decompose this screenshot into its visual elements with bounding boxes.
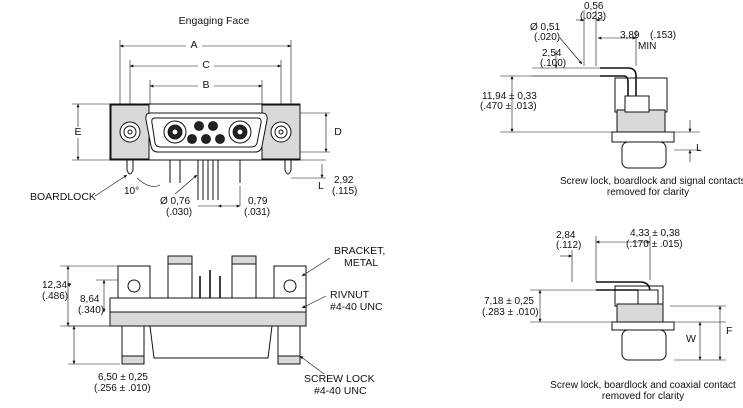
side-bottom-dim3-in: (.283 ± .010) bbox=[482, 307, 539, 318]
side-bottom-caption-1: Screw lock, boardlock and coaxial contac… bbox=[550, 380, 736, 391]
dim-d-label: D bbox=[334, 126, 342, 138]
bottom-dim1-mm-value: 12,34 bbox=[42, 280, 68, 291]
hole-dia-in-label: (.030) bbox=[166, 207, 193, 218]
side-view-bottom-drawing bbox=[530, 236, 726, 361]
side-top-dim1-in: (.023) bbox=[580, 11, 607, 22]
side-top-dim3-mm: 3,89 bbox=[620, 30, 640, 41]
side-top-dim3-note: MIN bbox=[638, 41, 657, 52]
angle-label: 10° bbox=[124, 186, 140, 197]
side-top-dim5-in: (.470 ± .013) bbox=[480, 101, 537, 112]
side-top-dim1-mm: 0,56 bbox=[584, 1, 604, 12]
side-top-caption-1: Screw lock, boardlock and signal contact… bbox=[560, 176, 743, 187]
side-top-dim2-in: (.020) bbox=[534, 32, 561, 43]
boardlock-label: BOARDLOCK bbox=[30, 191, 96, 203]
pitch-mm-label: 0,79 bbox=[248, 196, 268, 207]
dim-c-label: C bbox=[198, 60, 214, 71]
side-bottom-dim2-in: (.170 ± .015) bbox=[626, 239, 683, 250]
bottom-dim3-in: (.256 ± .010) bbox=[94, 383, 151, 394]
dim-a-label: A bbox=[186, 40, 202, 51]
height-in-label: (.115) bbox=[332, 186, 358, 197]
rivnut-label-1: RIVNUT bbox=[330, 289, 370, 301]
hole-dia-mm-label: Ø 0,76 bbox=[160, 196, 191, 207]
side-view-top-drawing bbox=[500, 10, 700, 169]
bracket-label-2: METAL bbox=[344, 257, 379, 269]
side-top-caption-2: removed for clarity bbox=[606, 187, 690, 198]
height-mm-label: 2,92 bbox=[334, 175, 354, 186]
side-bottom-dim1-in: (.112) bbox=[556, 240, 582, 251]
side-top-dim4-in: (.100) bbox=[540, 58, 567, 69]
dim-e-label: E bbox=[70, 127, 86, 138]
side-bottom-dim1-mm: 2,84 bbox=[556, 230, 576, 241]
bottom-view-drawing bbox=[60, 255, 331, 375]
dim-l-label: L bbox=[318, 180, 324, 192]
side-bottom-caption-2: removed for clarity bbox=[601, 391, 685, 402]
side-bottom-dim3-mm: 7,18 ± 0,25 bbox=[484, 296, 534, 307]
side-bottom-dim2-mm: 4,33 ± 0,38 bbox=[630, 228, 680, 239]
bottom-dim2-in: (.340) bbox=[78, 305, 105, 316]
side-top-dim4-mm: 2,54 bbox=[542, 48, 562, 59]
engaging-face-title: Engaging Face bbox=[178, 15, 250, 27]
bottom-dim2-mm: 8,64 bbox=[80, 294, 100, 305]
side-bottom-dim-f: F bbox=[726, 325, 733, 337]
dim-b-label: B bbox=[198, 80, 214, 91]
screwlock-label-2: #4-40 UNC bbox=[314, 385, 367, 397]
side-top-dim3-in: (.153) bbox=[650, 30, 677, 41]
rivnut-label-2: #4-40 UNC bbox=[330, 301, 383, 313]
bottom-dim1-in: (.486) bbox=[42, 291, 69, 302]
pitch-in-label: (.031) bbox=[244, 207, 271, 218]
side-top-dim5-mm: 11,94 ± 0,33 bbox=[482, 91, 537, 102]
side-top-dim-l: L bbox=[696, 142, 702, 154]
bottom-dim1-mark: ♥ bbox=[67, 282, 72, 289]
bracket-label-1: BRACKET, bbox=[334, 245, 386, 257]
side-bottom-dim-w: W bbox=[686, 333, 696, 345]
bottom-dim3-mm: 6,50 ± 0,25 bbox=[98, 372, 148, 383]
front-view-drawing bbox=[72, 40, 330, 208]
side-top-dim2-mm: Ø 0,51 bbox=[530, 22, 561, 33]
screwlock-label-1: SCREW LOCK bbox=[304, 373, 375, 385]
bottom-dim1-mm: 12,34♥ bbox=[42, 280, 71, 291]
